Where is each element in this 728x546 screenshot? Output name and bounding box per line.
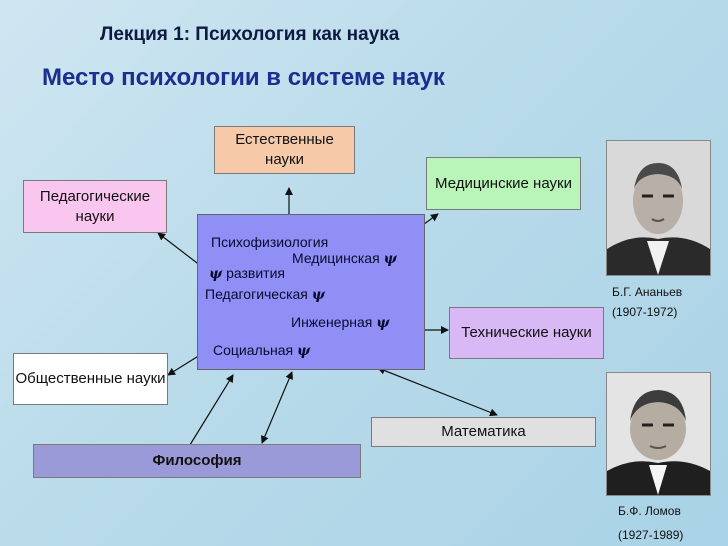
slide-title: Место психологии в системе наук [42,64,445,91]
medical-sciences-label: Медицинские науки [435,174,572,192]
technical-sciences-label: Технические науки [461,324,592,341]
portrait-ananiev-photo [606,140,711,276]
mathematics-label: Математика [441,423,526,440]
psi-symbol: ψ [311,287,325,303]
mathematics-box: Математика [371,417,596,447]
branch-engineering: Инженерная ψ [291,314,390,331]
arrow-philosophy-center [184,374,234,454]
psi-symbol: ψ [296,343,311,359]
social-sciences-box: Общественные науки [13,353,168,405]
portrait-ananiev-name: Б.Г. Ананьев [612,285,683,299]
psi-symbol: ψ [383,251,397,267]
portrait-lomov-years: (1927-1989) [618,528,684,542]
arrow-mathematics [377,366,498,417]
psychology-center-box [197,214,425,370]
branch-pedagogical: Педагогическая ψ [205,286,325,303]
natural-sciences-box: Естественные науки [214,126,355,174]
natural-sciences-label: Естественные науки [235,131,334,168]
psi-symbol: ψ [209,266,223,282]
branch-medical: Медицинская ψ [292,250,397,267]
arrow-philosophy [261,371,293,444]
branch-social: Социальная ψ [213,342,311,359]
portrait-lomov-photo [606,372,711,496]
technical-sciences-box: Технические науки [449,307,604,359]
psi-symbol: ψ [376,315,390,331]
pedagogical-sciences-box: Педагогические науки [23,180,167,233]
social-sciences-label: Общественные науки [15,370,166,387]
portrait-ananiev-icon [607,141,710,275]
philosophy-box: Философия [33,444,361,478]
philosophy-label: Философия [152,452,242,469]
pedagogical-sciences-label: Педагогические науки [39,187,151,225]
portrait-lomov-name: Б.Ф. Ломов [618,504,681,518]
lecture-title: Лекция 1: Психология как наука [100,24,400,45]
branch-psychophysiology: Психофизиология [211,234,329,250]
branch-developmental: ψ развития [209,265,285,282]
portrait-ananiev-years: (1907-1972) [612,305,678,319]
medical-sciences-box: Медицинские науки [426,157,581,210]
portrait-lomov-icon [607,373,710,495]
